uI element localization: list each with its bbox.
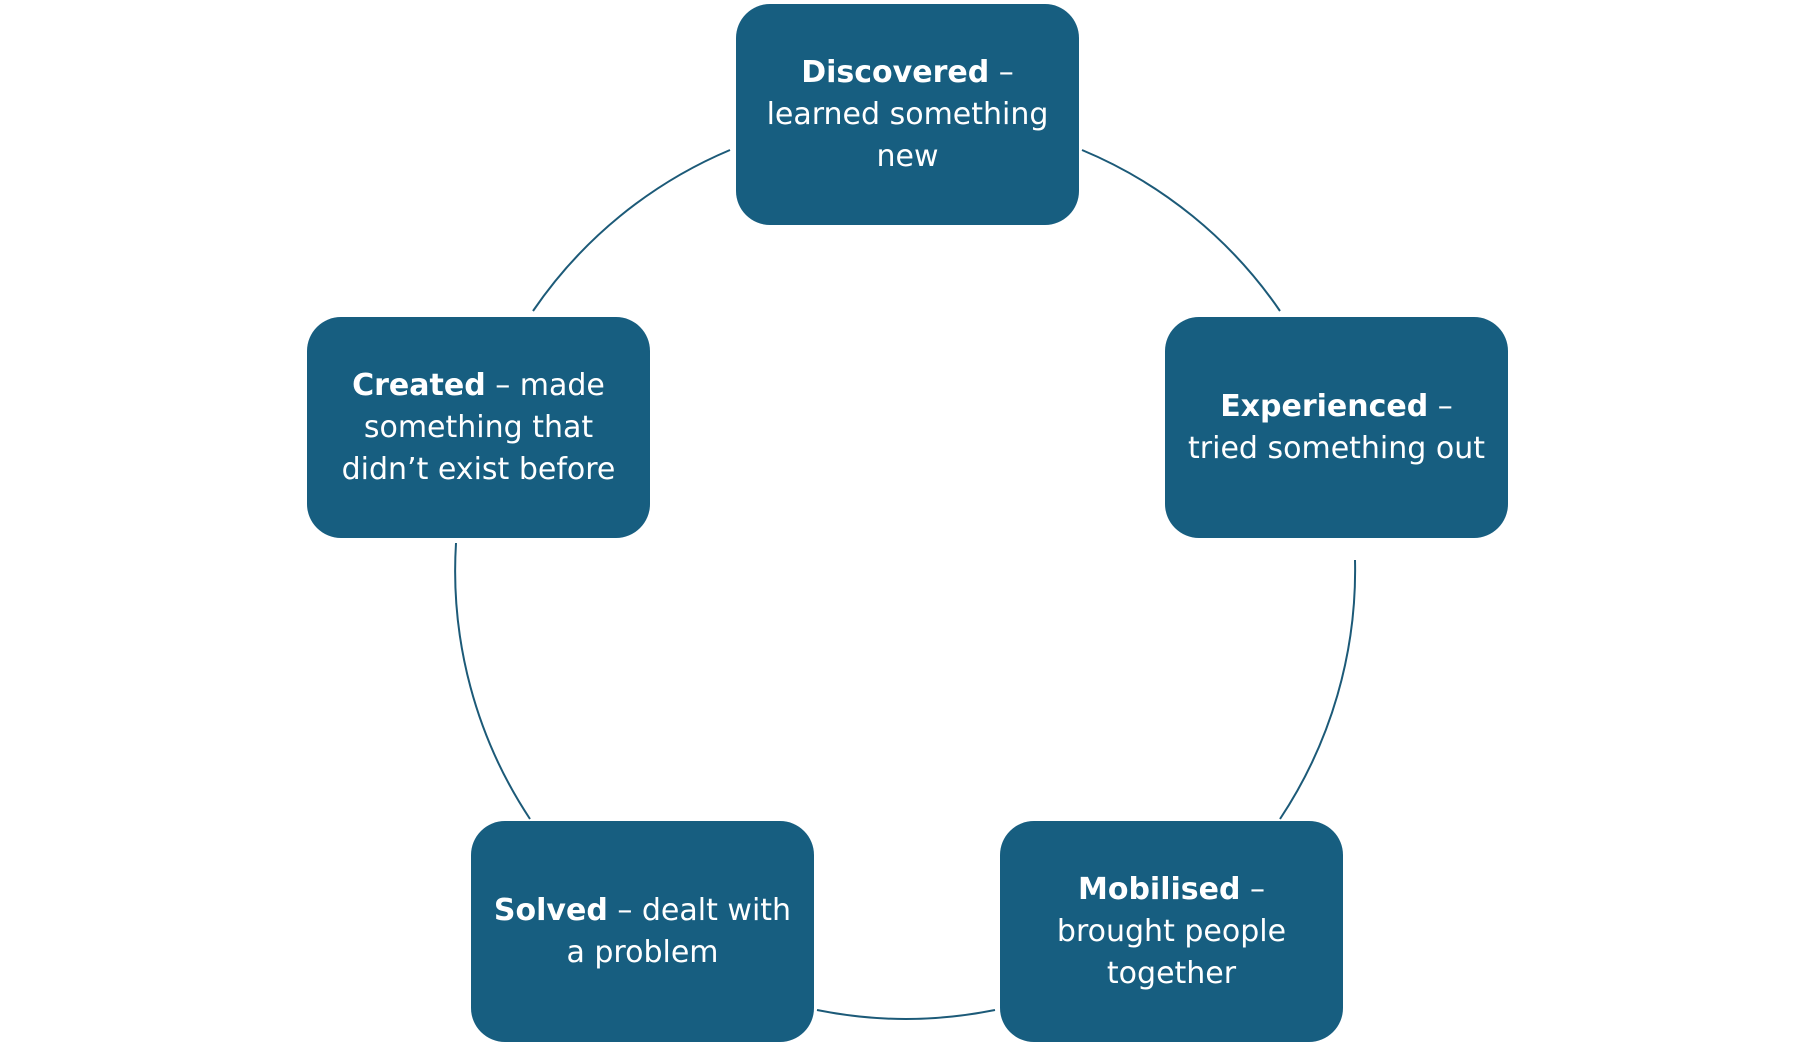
node-discovered-description: – learned something new (766, 54, 1049, 174)
node-experienced-description: – tried something out (1188, 388, 1485, 466)
node-experienced-title: Experienced (1220, 388, 1429, 424)
node-created-title: Created (352, 367, 486, 403)
arc-created-discovered (532, 149, 731, 312)
node-solved-title: Solved (493, 892, 608, 928)
node-discovered-title: Discovered (801, 54, 990, 90)
arc-experienced-mobilised (1279, 559, 1357, 820)
node-experienced: Experienced – tried something out (1165, 317, 1508, 538)
node-discovered: Discovered – learned something new (736, 4, 1079, 225)
node-mobilised-description: – brought people together (1056, 871, 1287, 991)
arc-discovered-experienced (1081, 149, 1281, 312)
node-solved: Solved – dealt with a problem (471, 821, 814, 1042)
node-solved-description: – dealt with a problem (566, 892, 792, 970)
node-created: Created – made something that didn’t exi… (307, 317, 650, 538)
node-created-description: – made something that didn’t exist befor… (341, 367, 616, 487)
arc-solved-created (454, 542, 531, 820)
node-mobilised-title: Mobilised (1077, 871, 1241, 907)
arc-mobilised-solved (816, 1009, 996, 1020)
node-mobilised: Mobilised – brought people together (1000, 821, 1343, 1042)
